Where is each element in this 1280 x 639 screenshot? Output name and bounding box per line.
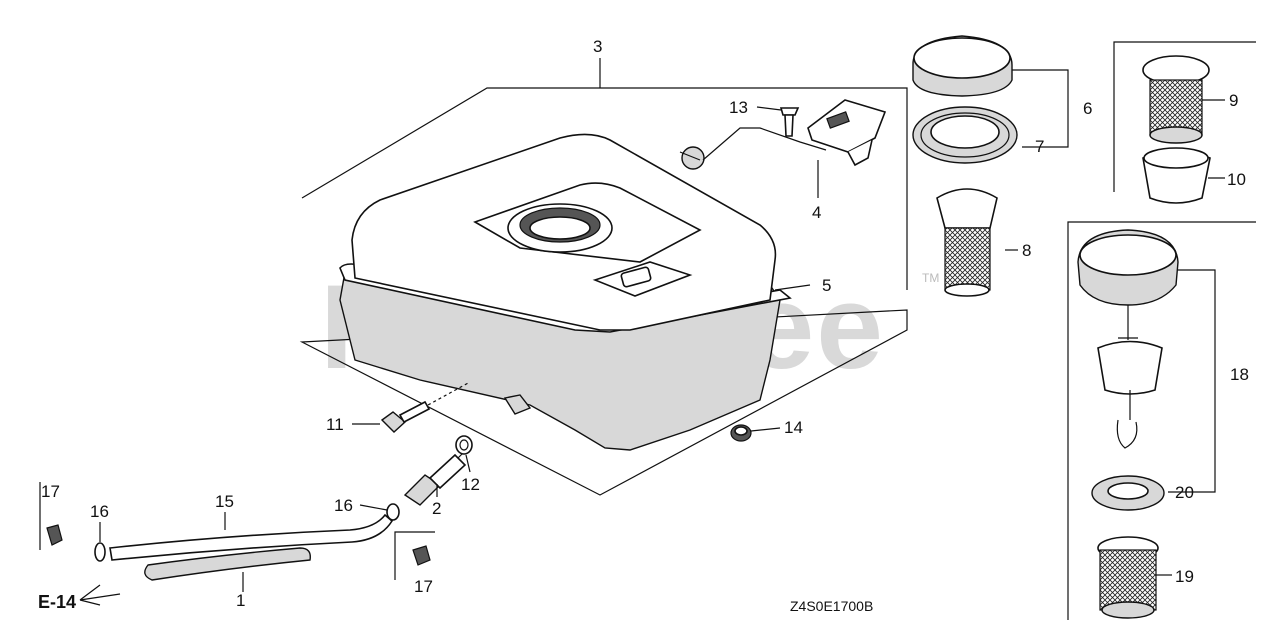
callout-13[interactable]: 13 [729,98,748,117]
drain-plug-icon[interactable] [730,424,752,442]
bolt-icon[interactable] [380,381,471,433]
leader-lines [99,58,1225,592]
callout-6[interactable]: 6 [1083,99,1092,118]
callout-1[interactable]: 1 [236,591,245,610]
washer-icon[interactable] [455,435,473,455]
cap-assembly-icon[interactable] [1077,229,1179,449]
reference-label[interactable]: E-14 [38,592,76,612]
callout-14[interactable]: 14 [784,418,803,437]
callout-20[interactable]: 20 [1175,483,1194,502]
screw-icon[interactable] [779,107,800,137]
callout-7[interactable]: 7 [1035,137,1044,156]
fuel-tank-icon[interactable] [339,133,792,451]
hose-clamp-icon[interactable] [39,482,435,580]
hose-icon[interactable] [109,513,394,581]
callout-2[interactable]: 2 [432,499,441,518]
strainer-icon[interactable] [936,188,998,297]
callout-16a[interactable]: 16 [90,502,109,521]
callout-16b[interactable]: 16 [334,496,353,515]
callouts: 3 13 4 5 6 7 8 9 10 18 20 19 11 14 12 2 … [41,37,1249,610]
callout-9[interactable]: 9 [1229,91,1238,110]
callout-15[interactable]: 15 [215,492,234,511]
fuel-cap-icon[interactable] [912,35,1013,97]
callout-18[interactable]: 18 [1230,365,1249,384]
callout-11[interactable]: 11 [326,415,344,434]
callout-17a[interactable]: 17 [41,482,60,501]
callout-5[interactable]: 5 [822,276,831,295]
callout-4[interactable]: 4 [812,203,821,222]
watermark-tm: TM [922,271,939,285]
fuel-cock-icon[interactable] [403,449,467,506]
callout-8[interactable]: 8 [1022,241,1031,260]
cap-seal-icon[interactable] [912,106,1018,164]
callout-3[interactable]: 3 [593,37,602,56]
cap-strainer-icon[interactable] [1097,536,1159,619]
diagram-code: Z4S0E1700B [790,598,873,614]
inset-filter-upper [1113,41,1256,204]
callout-17b[interactable]: 17 [414,577,433,596]
fuel-gauge-icon[interactable] [679,99,887,170]
callout-19[interactable]: 19 [1175,567,1194,586]
inset-cap-assembly [1067,221,1256,620]
filter-holder-icon[interactable] [1142,147,1211,204]
reference-arrow [79,584,121,606]
clip-icon[interactable] [94,503,400,562]
callout-12[interactable]: 12 [461,475,480,494]
filter-screen-icon[interactable] [1142,55,1210,144]
callout-10[interactable]: 10 [1227,170,1246,189]
cap-gasket-icon[interactable] [1091,475,1165,511]
